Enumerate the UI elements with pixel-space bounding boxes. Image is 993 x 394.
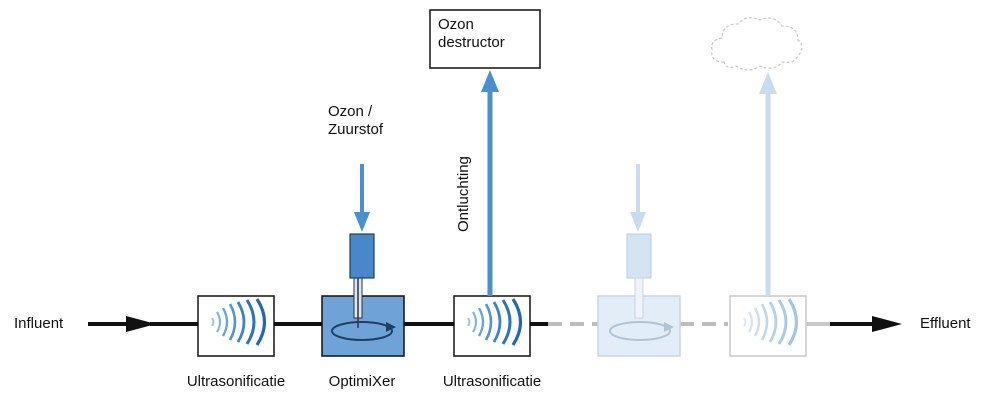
optimixer-label: OptimiXer — [328, 373, 396, 390]
ontluchting-arrow — [481, 70, 499, 296]
ozon-zuurstof-arrow — [354, 164, 370, 232]
effluent-label: Effluent — [920, 315, 971, 332]
rotation-arrow-icon — [331, 321, 396, 341]
influent-arrow — [88, 316, 156, 332]
rotation-arrow-icon — [609, 321, 674, 341]
ozon-destructor-box — [429, 9, 541, 69]
cloud-outline-icon — [711, 17, 803, 71]
ultrasound-waves-icon — [211, 298, 267, 346]
optional-ultrasonificatie-unit — [729, 72, 807, 357]
ultrasonificatie-label-2: Ultrasonificatie — [442, 373, 542, 390]
ozon-zuurstof-label: Ozon / Zuurstof — [328, 103, 384, 138]
ontluchting-label: Ontluchting — [455, 156, 472, 232]
optimixer-unit — [321, 233, 405, 357]
ultrasound-waves-icon — [467, 298, 523, 346]
optional-optimixer-unit — [597, 164, 681, 357]
ultrasonificatie-unit-2 — [453, 295, 531, 357]
influent-label: Influent — [14, 315, 64, 332]
ultrasonificatie-label-1: Ultrasonificatie — [186, 373, 286, 390]
effluent-arrow — [830, 316, 902, 332]
ultrasound-waves-icon — [743, 298, 799, 346]
ozon-destructor-label: Ozon destructor — [438, 16, 505, 51]
ultrasonificatie-unit-1 — [197, 295, 275, 357]
